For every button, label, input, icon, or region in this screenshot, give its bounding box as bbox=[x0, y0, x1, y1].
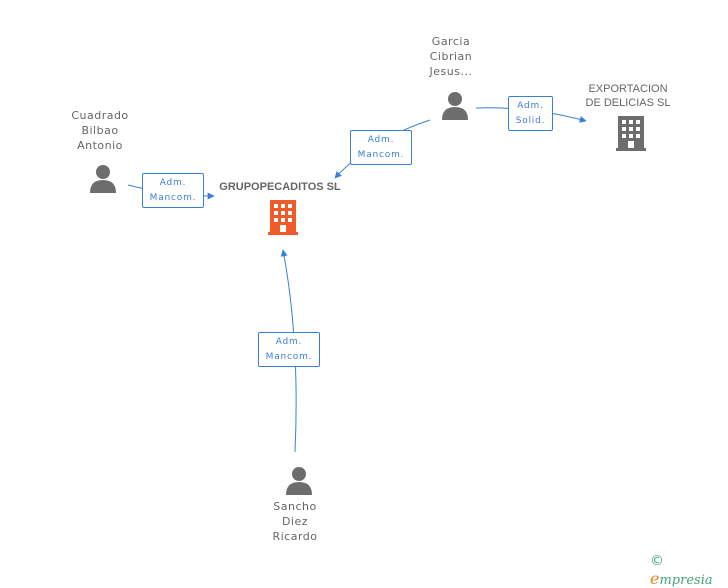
edge-label-line1: Adm. bbox=[367, 135, 395, 145]
edge-label-line1: Adm. bbox=[159, 178, 187, 188]
edge-label-line1: Adm. bbox=[517, 101, 544, 111]
person-icon[interactable] bbox=[440, 90, 470, 120]
edge-label-line2: Mancom. bbox=[149, 193, 197, 203]
edge-label-garcia-grupo: Adm. Mancom. bbox=[350, 130, 412, 165]
edge-label-line2: Mancom. bbox=[265, 352, 313, 362]
edge-label-garcia-exportacion: Adm. Solid. bbox=[508, 96, 553, 131]
building-icon[interactable] bbox=[268, 200, 298, 236]
person-label-garcia[interactable]: Garcia Cibrian Jesus... bbox=[429, 35, 473, 78]
edge-label-line1: Adm. bbox=[275, 337, 303, 347]
company-label-exportacion[interactable]: EXPORTACION DE DELICIAS SL bbox=[585, 83, 671, 109]
person-label-cuadrado[interactable]: Cuadrado Bilbao Antonio bbox=[71, 109, 129, 152]
edge-label-line2: Mancom. bbox=[357, 150, 405, 160]
brand-name: mpresia bbox=[659, 573, 713, 588]
copyright-icon: © bbox=[650, 553, 664, 569]
brand-e: e bbox=[650, 569, 660, 588]
edge-label-cuadrado-grupo: Adm. Mancom. bbox=[142, 173, 204, 208]
person-icon[interactable] bbox=[88, 163, 118, 193]
person-label-sancho[interactable]: Sancho Diez Ricardo bbox=[272, 500, 318, 543]
building-icon[interactable] bbox=[616, 116, 646, 152]
empresia-brand[interactable]: © empresia bbox=[650, 553, 728, 588]
person-icon[interactable] bbox=[284, 465, 314, 495]
company-label-grupopecaditos[interactable]: GRUPOPECADITOS SL bbox=[219, 181, 341, 193]
edge-label-sancho-grupo: Adm. Mancom. bbox=[258, 332, 320, 367]
edge-label-line2: Solid. bbox=[515, 116, 546, 126]
